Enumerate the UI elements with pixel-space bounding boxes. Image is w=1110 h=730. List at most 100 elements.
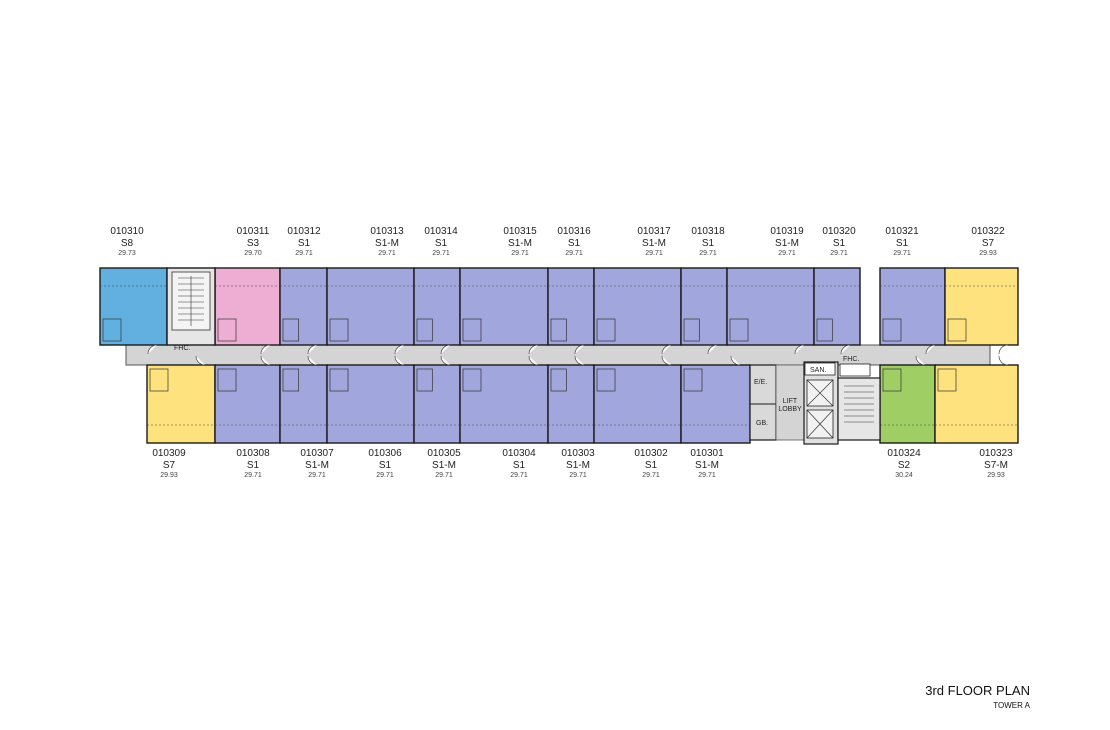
unit-block bbox=[547, 364, 595, 444]
bathroom-outline bbox=[329, 368, 349, 392]
unit-block bbox=[279, 267, 328, 346]
san-label: SAN. bbox=[810, 367, 827, 374]
door-swing bbox=[307, 344, 318, 355]
door-swing bbox=[147, 344, 158, 355]
bathroom-outline bbox=[683, 368, 703, 392]
door-swing bbox=[574, 344, 585, 355]
plan-subtitle: TOWER A bbox=[993, 701, 1030, 710]
bathroom-outline bbox=[149, 368, 169, 392]
bathroom-outline bbox=[462, 318, 482, 342]
bathroom-outline bbox=[102, 318, 122, 342]
bathroom-outline bbox=[217, 318, 237, 342]
unit-block bbox=[547, 267, 595, 346]
unit-block bbox=[879, 267, 946, 346]
unit-block bbox=[214, 267, 281, 346]
fhc-cabinet bbox=[839, 363, 871, 377]
door-swing bbox=[661, 355, 672, 366]
door-swing bbox=[925, 344, 936, 355]
door-swing bbox=[260, 355, 271, 366]
lift-car-1-cross bbox=[806, 379, 834, 407]
bathroom-outline bbox=[882, 318, 902, 342]
door-swing bbox=[794, 344, 805, 355]
door-swing bbox=[260, 344, 271, 355]
san-room bbox=[804, 362, 836, 376]
bathroom-outline bbox=[596, 318, 616, 342]
door-swing bbox=[661, 344, 672, 355]
bathroom-outline bbox=[937, 368, 957, 392]
unit-block bbox=[459, 364, 549, 444]
lift-lobby bbox=[775, 364, 805, 441]
unit-block bbox=[99, 267, 168, 346]
door-swing bbox=[195, 355, 206, 366]
bathroom-outline bbox=[329, 318, 349, 342]
lift-car-2-cross bbox=[806, 409, 834, 439]
bathroom-outline bbox=[550, 368, 567, 392]
bathroom-outline bbox=[550, 318, 567, 342]
unit-block bbox=[680, 267, 728, 346]
door-swing bbox=[528, 355, 539, 366]
unit-block bbox=[726, 267, 815, 346]
door-swing bbox=[915, 355, 926, 366]
door-swing bbox=[574, 355, 585, 366]
unit-block bbox=[944, 267, 1019, 346]
unit-block bbox=[934, 364, 1019, 444]
gb-label: GB. bbox=[756, 420, 769, 427]
unit-block bbox=[593, 364, 682, 444]
door-swing bbox=[394, 344, 405, 355]
bathroom-outline bbox=[683, 318, 700, 342]
door-swing bbox=[528, 344, 539, 355]
door-swing bbox=[440, 344, 451, 355]
door-swing bbox=[998, 344, 1009, 355]
bathroom-outline bbox=[729, 318, 749, 342]
door-swing bbox=[998, 355, 1009, 366]
lift-lobby-label: LIFT LOBBY bbox=[778, 398, 802, 414]
corridor bbox=[125, 344, 991, 366]
unit-block bbox=[813, 267, 861, 346]
door-swing bbox=[440, 355, 451, 366]
fhc-label-left: FHC. bbox=[174, 345, 191, 352]
unit-block bbox=[413, 364, 461, 444]
plan-title: 3rd FLOOR PLAN bbox=[925, 683, 1030, 698]
unit-block bbox=[326, 267, 415, 346]
bathroom-outline bbox=[947, 318, 967, 342]
fhc-label-right: FHC. bbox=[843, 356, 860, 363]
unit-block bbox=[146, 364, 216, 444]
unit-block bbox=[593, 267, 682, 346]
ee-label: E/E. bbox=[754, 379, 768, 386]
unit-block bbox=[879, 364, 936, 444]
unit-block bbox=[459, 267, 549, 346]
bathroom-outline bbox=[816, 318, 833, 342]
stair-core-right bbox=[837, 377, 881, 441]
unit-block bbox=[326, 364, 415, 444]
bathroom-outline bbox=[596, 368, 616, 392]
bathroom-outline bbox=[282, 368, 300, 392]
bathroom-outline bbox=[416, 368, 433, 392]
unit-block bbox=[214, 364, 281, 444]
ee-gb-room bbox=[749, 364, 777, 441]
bathroom-outline bbox=[462, 368, 482, 392]
unit-block bbox=[413, 267, 461, 346]
unit-block bbox=[279, 364, 328, 444]
